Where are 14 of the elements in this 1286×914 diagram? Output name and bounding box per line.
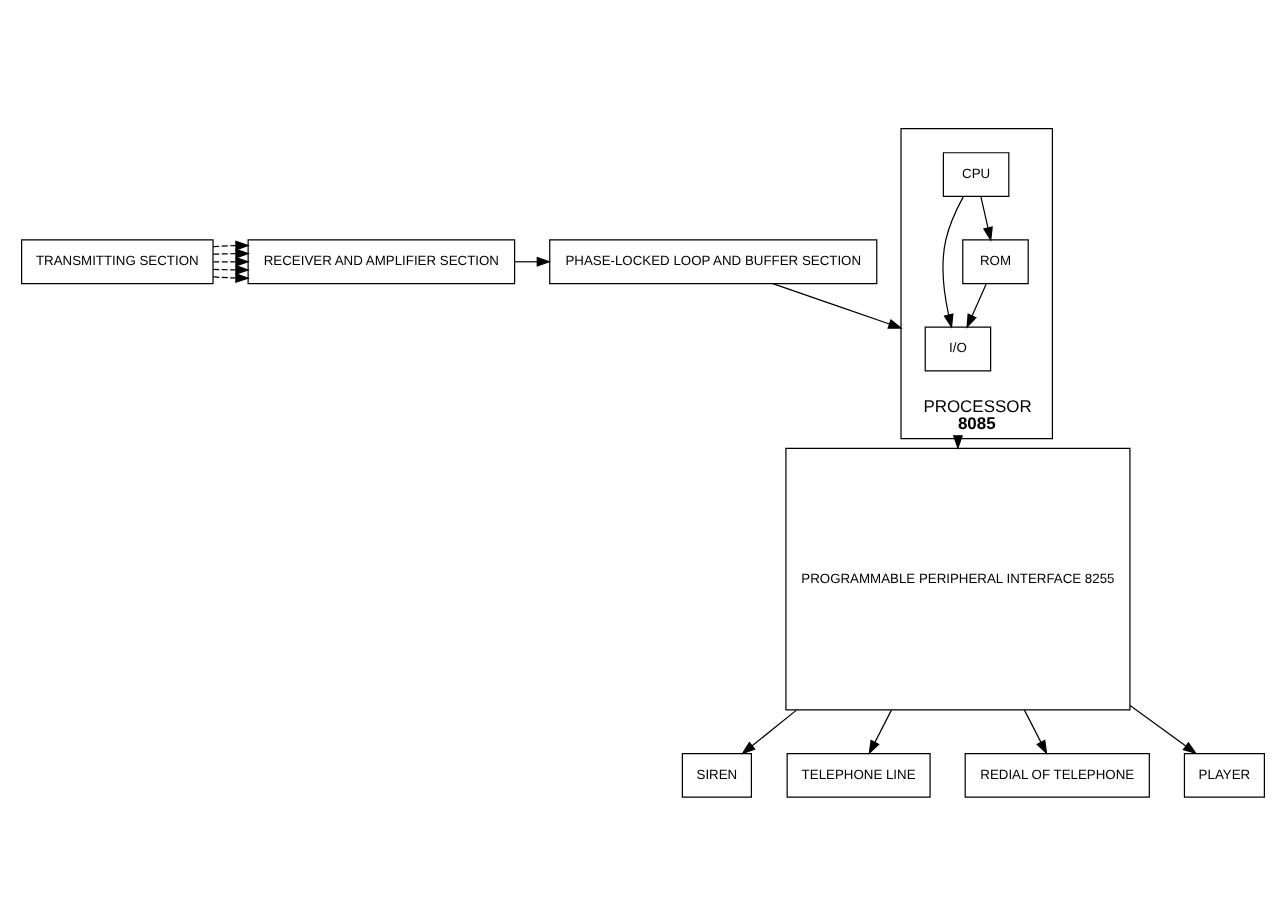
arrow [966,282,987,328]
arrow [514,255,552,266]
arrow [868,708,892,754]
arrow [980,195,993,241]
arrow [212,239,250,250]
arrow [942,195,964,328]
arrow [212,247,250,258]
arrow [212,255,250,266]
arrow [741,708,798,754]
arrow [772,282,903,328]
arrow [212,271,250,283]
arrow [212,263,250,274]
arrow [1129,703,1198,754]
arrow [1023,708,1048,754]
